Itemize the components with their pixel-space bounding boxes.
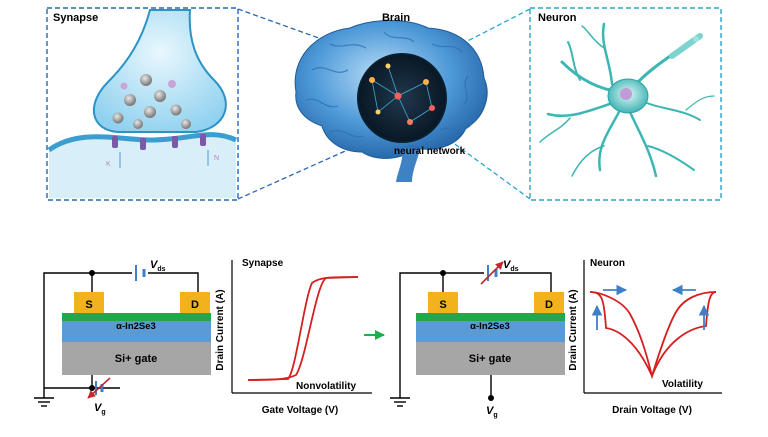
right-drain-electrode [534, 292, 564, 313]
left-ground [34, 397, 54, 407]
right-drain-label: D [545, 299, 553, 311]
brain-folds [305, 31, 471, 151]
left-drain-label: D [191, 299, 199, 311]
left-chart-annotation: Nonvolatility [296, 381, 356, 392]
neuron-panel: Neuron [529, 7, 722, 201]
neural-network-circle [357, 53, 447, 143]
left-dielectric-layer [62, 321, 211, 342]
right-source-electrode [428, 292, 458, 313]
left-junction-bottom [89, 385, 95, 391]
right-circuit-wires [399, 272, 552, 398]
right-vg-label: Vg [486, 405, 498, 419]
right-channel-label: α-In2Se3 [470, 321, 510, 332]
left-source-label: S [85, 299, 92, 311]
left-chart-title: Synapse [242, 258, 284, 269]
left-chart-xlabel: Gate Voltage (V) [262, 405, 339, 416]
network-links [371, 65, 433, 123]
brain-illustration: Brain neural network [294, 12, 488, 182]
neural-network-label: neural network [394, 146, 466, 157]
postsynaptic-membrane [47, 132, 238, 153]
right-source-label: S [439, 299, 446, 311]
network-nodes [369, 63, 435, 125]
right-curve-inner [589, 291, 717, 380]
left-junction-top [89, 270, 95, 276]
left-gate-label: Si+ gate [115, 353, 158, 365]
left-channel-layer [62, 313, 211, 321]
right-chart-ylabel: Drain Current (A) [568, 289, 579, 370]
synapse-device: Vds Vg S D α-In2Se3 Si+ gate [34, 259, 211, 416]
neuron-title: Neuron [538, 12, 577, 24]
right-dielectric-layer [416, 321, 565, 342]
right-chart-title: Neuron [590, 258, 625, 269]
right-vds-label: Vds [503, 259, 519, 273]
right-gate-label: Si+ gate [469, 353, 512, 365]
receptors [112, 134, 206, 150]
ion-flow-arrows [119, 150, 209, 168]
postsynaptic-region [49, 134, 236, 198]
right-vds-source [480, 261, 504, 285]
neuron-device: Vds Vg S D α-In2Se3 Si+ gate [390, 259, 565, 419]
right-ground [390, 397, 410, 407]
left-channel-label: α-In2Se3 [116, 321, 156, 332]
right-gate-terminal [488, 395, 494, 401]
brain-title: Brain [382, 12, 410, 24]
left-curve-up [247, 276, 359, 381]
right-gate-layer [416, 342, 565, 375]
right-chart-annotation: Volatility [662, 379, 703, 390]
synapse-title: Synapse [53, 12, 98, 24]
left-vg-label: Vg [94, 402, 106, 416]
right-junction-top [440, 270, 446, 276]
nucleus [620, 88, 632, 100]
right-chart-xlabel: Drain Voltage (V) [612, 405, 692, 416]
left-drain-electrode [180, 292, 210, 313]
right-channel-layer [416, 313, 565, 321]
left-vds-battery [135, 265, 146, 281]
synapse-panel: Synapse K N [46, 7, 239, 201]
left-chart-ylabel: Drain Current (A) [215, 289, 226, 370]
left-vg-source [87, 377, 111, 399]
brain-stem [396, 148, 420, 182]
right-curve-outer [589, 291, 717, 379]
left-curve-down [247, 276, 359, 381]
vesicles [112, 74, 191, 129]
synapse-chart: Synapse Drain Current (A) Gate Voltage (… [215, 258, 372, 416]
ion-k-label: K [106, 161, 111, 168]
left-gate-layer [62, 342, 211, 375]
left-source-electrode [74, 292, 104, 313]
left-vds-label: Vds [150, 259, 166, 273]
neuron-chart: Neuron Drain Current (A) Drain Voltage (… [568, 258, 722, 416]
myelin-node [693, 36, 699, 42]
ion-na-label: N [214, 155, 219, 162]
